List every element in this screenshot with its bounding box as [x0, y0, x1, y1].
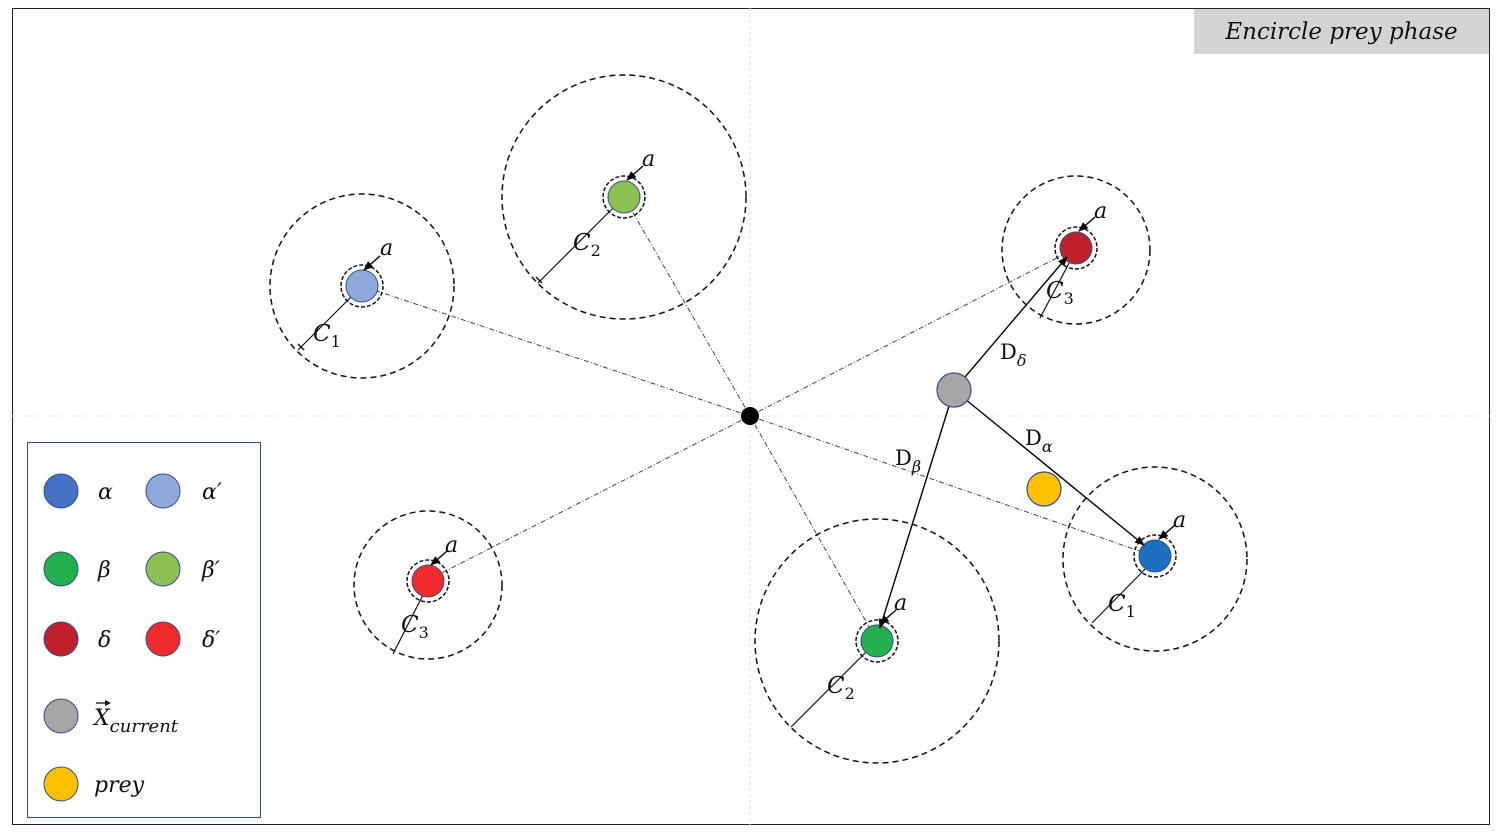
d-alpha-label: Dα: [1025, 426, 1053, 456]
legend: α α′ β β′ δ δ′ Xcurrent prey: [27, 442, 261, 818]
c-radius-ticks: [297, 196, 1156, 728]
c1-label: C1: [313, 321, 341, 351]
legend-delta-swatch: [43, 621, 79, 657]
legend-alpha-swatch: [43, 473, 79, 509]
search-radius-circles: [269, 74, 1248, 764]
beta-node: [860, 624, 894, 658]
c3-label: C3: [1046, 278, 1074, 308]
a-label: a: [1173, 508, 1186, 533]
a-label: a: [894, 591, 907, 616]
center-links: [361, 196, 1155, 642]
alpha-prime-node: [345, 269, 379, 303]
prey-node: [1026, 471, 1062, 507]
delta-prime-node: [411, 564, 445, 598]
legend-prey-swatch: [43, 766, 79, 802]
legend-beta-label: β: [97, 558, 111, 583]
svg-text:Xcurrent: Xcurrent: [92, 706, 179, 737]
a-label: a: [642, 147, 655, 172]
legend-prey-label: prey: [94, 773, 145, 798]
legend-beta-prime-swatch: [145, 551, 181, 587]
legend-alpha-label: α: [98, 480, 113, 505]
legend-x-current-label: Xcurrent: [92, 700, 179, 737]
a-label: a: [380, 236, 393, 261]
legend-x-current-swatch: [43, 698, 79, 734]
legend-beta-prime-label: β′: [201, 558, 220, 583]
small-rings: [340, 175, 1177, 663]
d-beta-label: Dβ: [895, 446, 921, 476]
c3-label: C3: [401, 612, 429, 642]
phase-title: Encircle prey phase: [1194, 9, 1489, 54]
d-vectors: [878, 256, 1145, 629]
legend-delta-prime-swatch: [145, 621, 181, 657]
legend-delta-label: δ: [98, 628, 111, 653]
center-point: [741, 407, 759, 425]
legend-beta-swatch: [43, 551, 79, 587]
x-current-node: [936, 372, 972, 408]
legend-delta-prime-label: δ′: [202, 628, 220, 653]
c1-label: C1: [1108, 591, 1136, 621]
a-label: a: [1094, 199, 1107, 224]
d-delta-label: Dδ: [1000, 340, 1026, 370]
c2-label: C2: [827, 673, 855, 703]
legend-alpha-prime-swatch: [145, 473, 181, 509]
legend-graphic: α α′ β β′ δ δ′ Xcurrent prey: [43, 473, 222, 802]
a-label: a: [445, 533, 458, 558]
a-arrows: [363, 165, 1176, 625]
c2-label: C2: [573, 230, 601, 260]
delta-node: [1059, 231, 1093, 265]
legend-alpha-prime-label: α′: [202, 480, 222, 505]
beta-prime-node: [607, 180, 641, 214]
alpha-node: [1138, 539, 1172, 573]
